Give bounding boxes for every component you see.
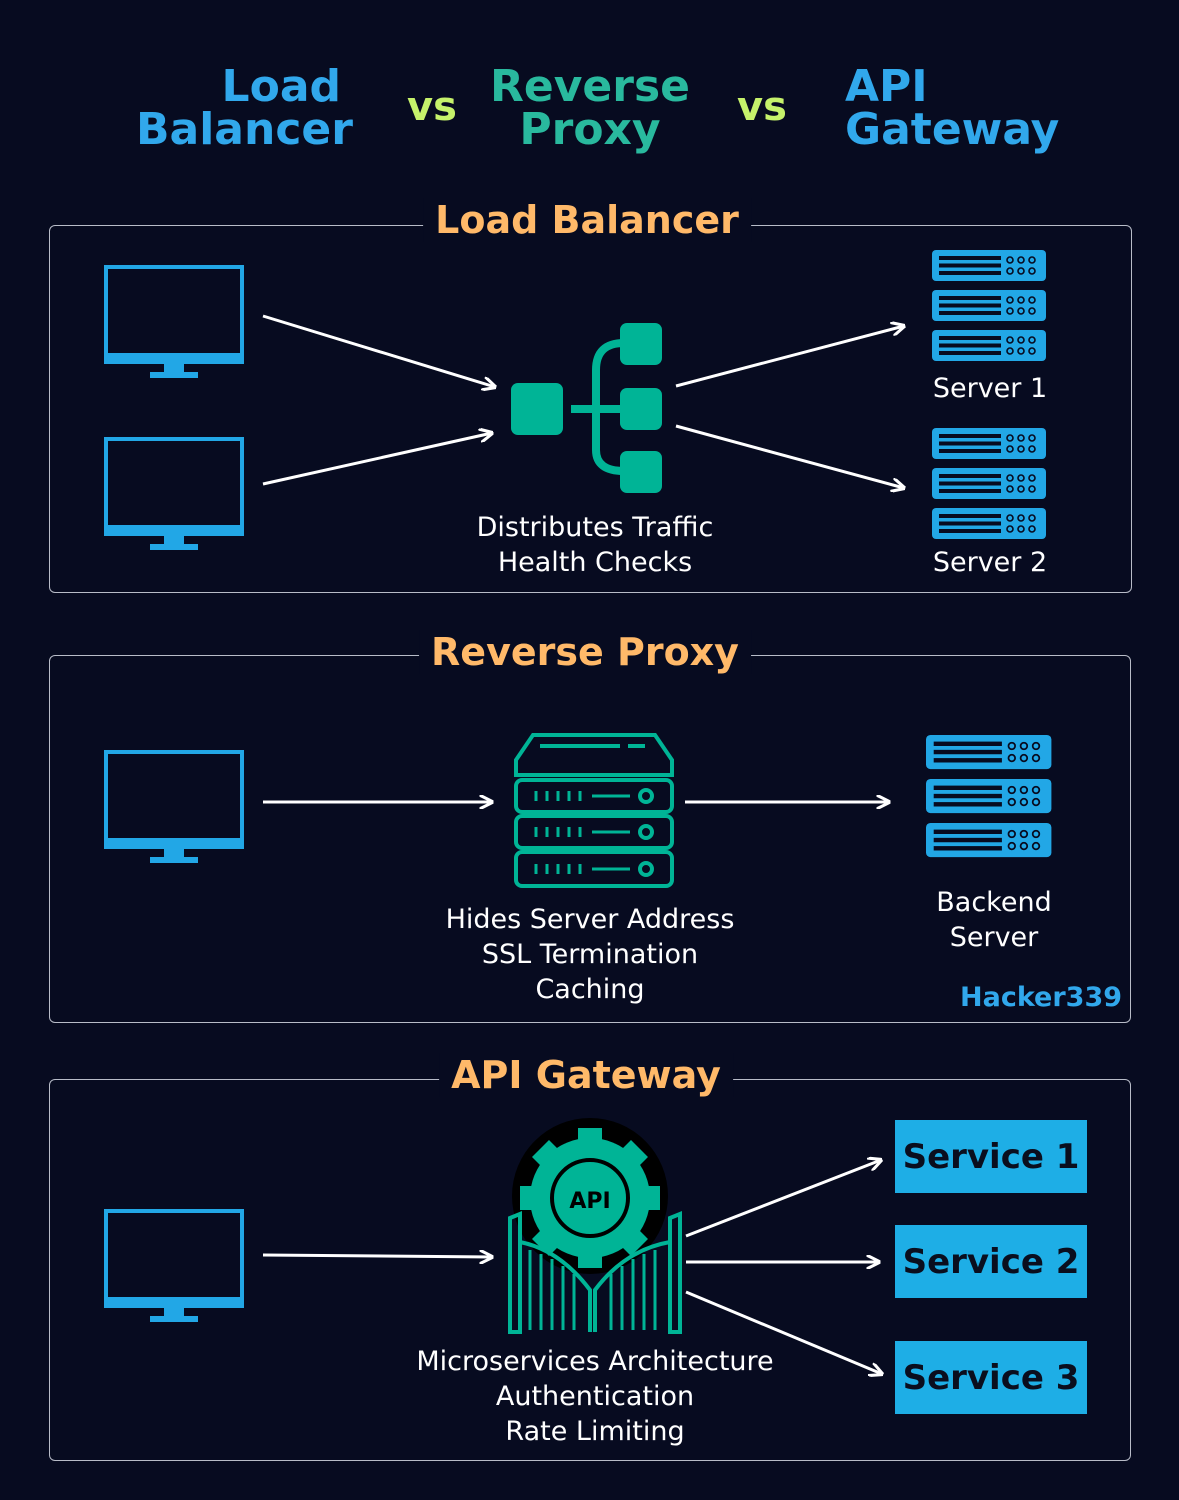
service-3-box: Service 3: [895, 1341, 1087, 1414]
client-monitor-icon-2: [104, 437, 244, 552]
reverse-proxy-caption: Hides Server Address SSL Termination Cac…: [445, 904, 735, 1005]
title-reverse-proxy: Reverse Proxy: [490, 61, 690, 155]
reverse-proxy-icon: [514, 733, 674, 888]
server-1-icon: [932, 250, 1046, 361]
client-monitor-icon-3: [104, 750, 244, 865]
server-2-icon: [932, 428, 1046, 539]
watermark: Hacker339: [960, 982, 1123, 1013]
api-icon-label: API: [569, 1189, 610, 1214]
client-monitor-icon-1: [104, 265, 244, 380]
load-balancer-arrows: [262, 314, 904, 488]
reverse-proxy-title: Reverse Proxy: [419, 630, 751, 674]
client-monitor-icon-4: [104, 1209, 244, 1324]
service-1-box: Service 1: [895, 1120, 1087, 1193]
backend-server-label: Backend Server: [936, 887, 1052, 953]
backend-server-icon: [926, 735, 1051, 857]
api-gateway-arrows: [262, 1160, 882, 1374]
title-load-balancer: Load Balancer: [136, 61, 353, 155]
api-gateway-title: API Gateway: [439, 1053, 733, 1097]
service-2-box: Service 2: [895, 1225, 1087, 1298]
server-2-label: Server 2: [932, 547, 1048, 578]
server-1-label: Server 1: [932, 373, 1048, 404]
load-balancer-caption: Distributes Traffic Health Checks: [476, 512, 714, 578]
title-api-gateway: API Gateway: [845, 61, 1060, 155]
vs-label-1: vs: [407, 84, 457, 130]
vs-label-2: vs: [737, 84, 787, 130]
api-gateway-icon: [508, 1118, 682, 1334]
load-balancer-icon: [511, 323, 662, 493]
load-balancer-title: Load Balancer: [423, 198, 751, 242]
api-gateway-caption: Microservices Architecture Authenticatio…: [416, 1346, 774, 1447]
